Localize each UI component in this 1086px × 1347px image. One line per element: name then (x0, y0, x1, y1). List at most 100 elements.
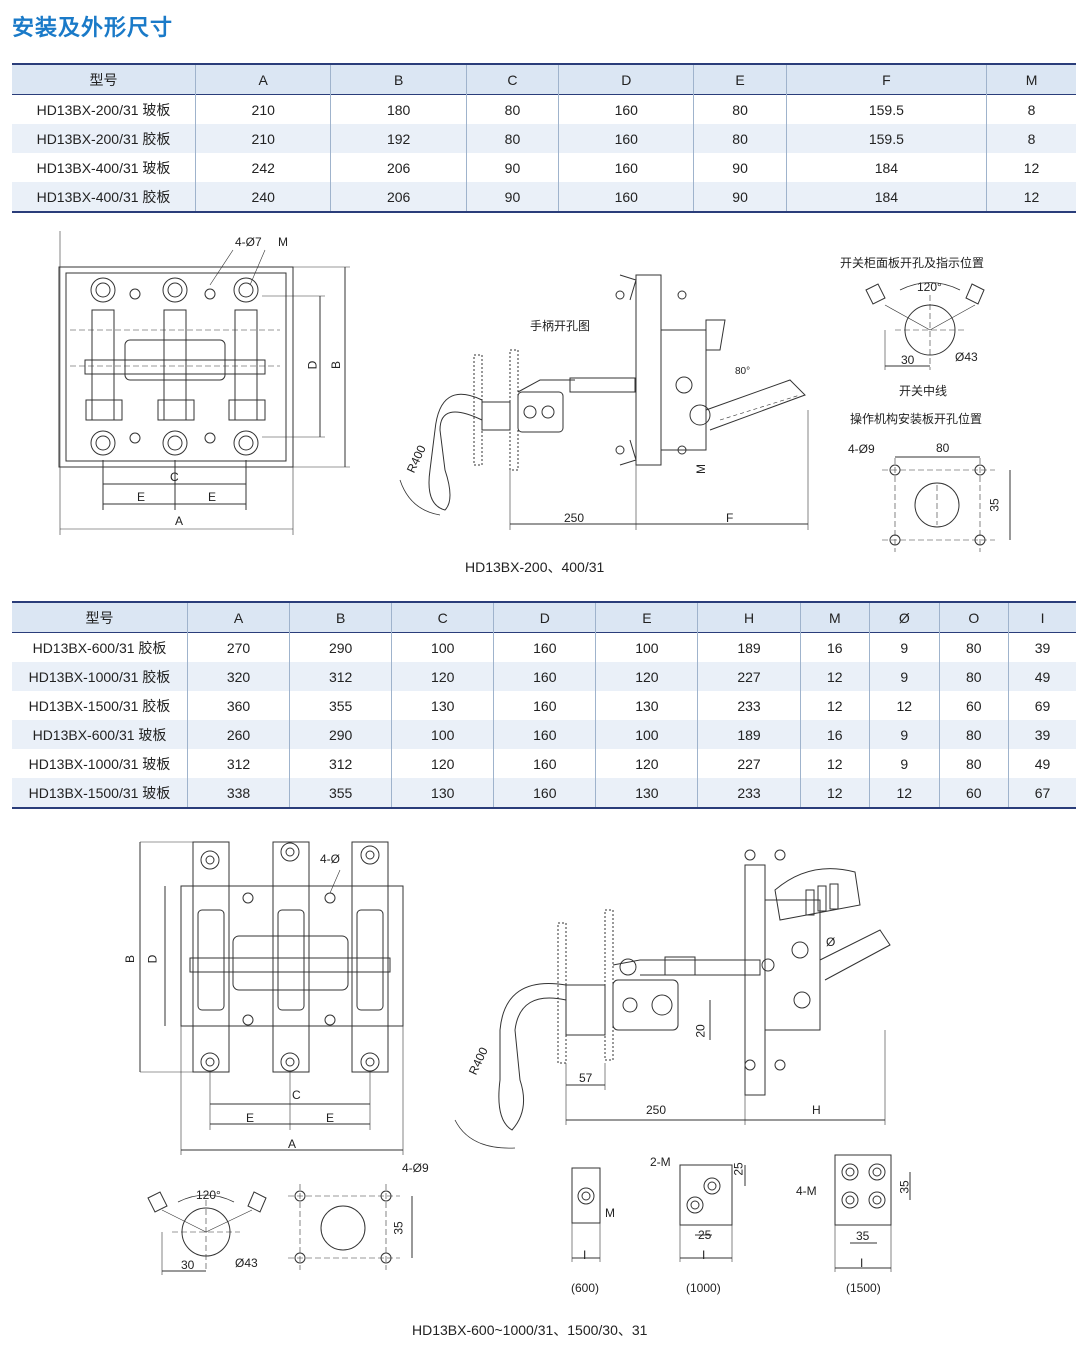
value-cell: 130 (391, 778, 494, 808)
column-header: D (493, 602, 596, 633)
dim-e-label: E (137, 490, 146, 504)
model-cell: HD13BX-1000/31 胶板 (28, 668, 171, 685)
side-view-600 (454, 849, 891, 1149)
value-cell: 355 (289, 691, 392, 720)
value-cell: 80 (465, 124, 559, 153)
value-cell: 39 (1008, 632, 1076, 662)
dim-35-label: 35 (391, 1221, 406, 1235)
panel-indicator-600 (147, 1191, 267, 1275)
value-cell: 9 (869, 749, 940, 778)
value-cell: 80 (938, 720, 1009, 749)
column-header: Ø (869, 602, 940, 633)
value-cell: 160 (493, 691, 596, 720)
value-cell: 160 (493, 749, 596, 778)
terminal-600 (571, 1167, 601, 1262)
value-cell: 16 (799, 720, 870, 749)
drawing-caption: HD13BX-200、400/31 (465, 559, 605, 575)
value-cell: 80 (693, 124, 787, 153)
value-cell: 90 (693, 182, 787, 212)
terminal-1500 (834, 1154, 911, 1272)
value-cell: 8 (986, 124, 1076, 153)
value-cell: 100 (391, 720, 494, 749)
value-cell: 227 (697, 662, 801, 691)
value-cell: 312 (186, 749, 290, 778)
value-cell: 60 (938, 778, 1009, 808)
value-cell: 312 (289, 662, 392, 691)
column-header: M (799, 602, 870, 633)
value-cell: 90 (693, 153, 787, 182)
value-cell: 192 (330, 124, 467, 153)
value-cell: 80 (938, 632, 1009, 662)
handle-title: 手柄开孔图 (530, 319, 591, 333)
angle-label: 80° (735, 366, 751, 377)
model-cell: HD13BX-200/31 玻板 (36, 101, 171, 118)
model-cell: HD13BX-1000/31 玻板 (28, 755, 171, 772)
value-cell: 49 (1008, 749, 1076, 778)
value-cell: 90 (465, 182, 559, 212)
dim-a-label: A (288, 1137, 297, 1151)
value-cell: 120 (391, 662, 494, 691)
value-cell: 60 (938, 691, 1009, 720)
value-cell: 160 (558, 182, 694, 212)
value-cell: 227 (697, 749, 801, 778)
value-cell: 130 (595, 778, 698, 808)
drawing-200-400 (58, 231, 1011, 552)
value-cell: 159.5 (785, 124, 987, 153)
mount-plate-200 (882, 456, 1011, 552)
value-cell: 360 (186, 691, 290, 720)
term1000-25-label: 25 (731, 1162, 746, 1176)
dim-e-label: E (246, 1111, 255, 1125)
value-cell: 290 (289, 632, 392, 662)
value-cell: 160 (493, 662, 596, 691)
dia-label: Ø43 (235, 1256, 258, 1270)
term1500-35-label: 35 (856, 1229, 870, 1243)
column-header: C (465, 64, 559, 95)
value-cell: 160 (493, 632, 596, 662)
panel-indicator-200 (865, 282, 985, 370)
dim-d-label: D (145, 954, 160, 964)
panel-title: 开关柜面板开孔及指示位置 (840, 256, 985, 270)
column-header: E (595, 602, 698, 633)
holes-label: 4-Ø (320, 852, 341, 866)
value-cell: 210 (194, 94, 331, 124)
term1500-35-label: 35 (897, 1180, 912, 1194)
value-cell: 120 (595, 749, 698, 778)
value-cell: 100 (595, 632, 698, 662)
value-cell: 206 (330, 182, 467, 212)
model-cell: HD13BX-200/31 胶板 (36, 130, 171, 147)
value-cell: 233 (697, 778, 801, 808)
value-cell: 338 (186, 778, 290, 808)
value-cell: 9 (869, 662, 940, 691)
value-cell: 210 (194, 124, 331, 153)
value-cell: 12 (986, 153, 1076, 182)
model-cell: HD13BX-1500/31 胶板 (28, 697, 171, 714)
value-cell: 12 (799, 749, 870, 778)
angle-label: Ø (826, 935, 836, 949)
drawing-caption: HD13BX-600~1000/31、1500/30、31 (412, 1322, 648, 1338)
term1000-caption: (1000) (686, 1281, 721, 1295)
value-cell: 39 (1008, 720, 1076, 749)
model-cell: HD13BX-600/31 玻板 (32, 726, 167, 743)
dim-30-label: 30 (181, 1258, 195, 1272)
value-cell: 260 (186, 720, 290, 749)
value-cell: 160 (558, 94, 694, 124)
term1000-i-label: I (702, 1248, 706, 1262)
term600-i-label: I (583, 1248, 587, 1262)
value-cell: 12 (799, 691, 870, 720)
value-cell: 160 (493, 720, 596, 749)
dim-80-label: 80 (936, 441, 950, 455)
value-cell: 240 (194, 182, 331, 212)
value-cell: 130 (595, 691, 698, 720)
value-cell: 270 (186, 632, 290, 662)
value-cell: 312 (289, 749, 392, 778)
value-cell: 16 (799, 632, 870, 662)
model-cell: HD13BX-400/31 玻板 (36, 159, 171, 176)
value-cell: 80 (938, 662, 1009, 691)
